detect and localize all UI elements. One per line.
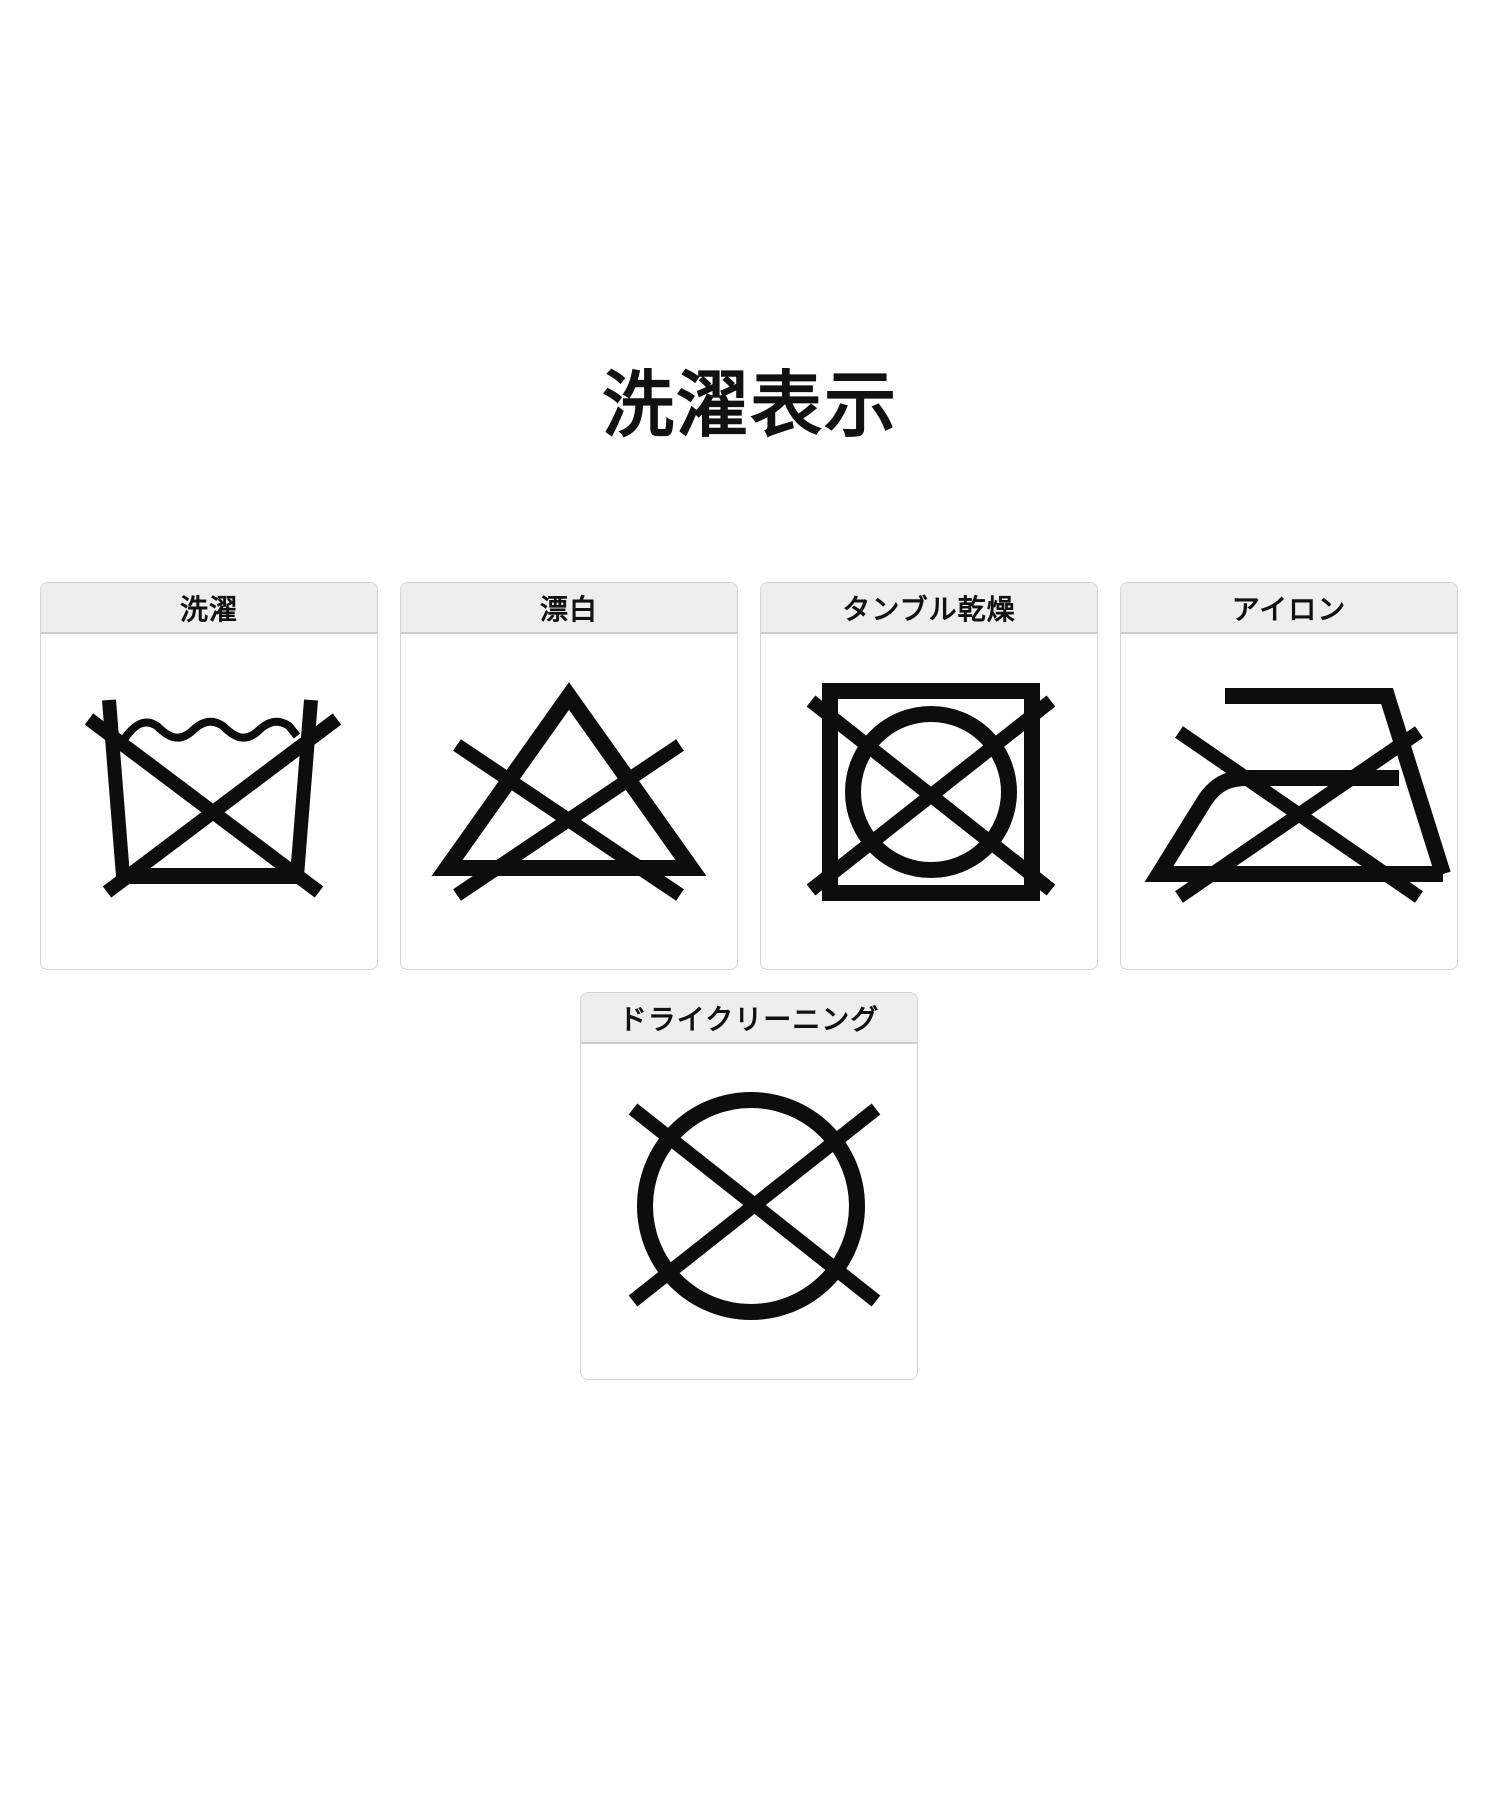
card-tumble-dry: タンブル乾燥	[760, 582, 1098, 970]
card-washing: 洗濯	[40, 582, 378, 970]
no-wash-icon	[84, 699, 342, 898]
card-bleach: 漂白	[400, 582, 738, 970]
no-iron-icon	[1144, 688, 1451, 903]
card-label: タンブル乾燥	[761, 583, 1097, 634]
no-tumble-dry-icon	[806, 683, 1056, 901]
card-label: アイロン	[1121, 583, 1457, 634]
card-label: 漂白	[401, 583, 737, 634]
card-label: ドライクリーニング	[581, 993, 917, 1044]
card-dry-cleaning: ドライクリーニング	[580, 992, 918, 1380]
no-dry-clean-icon	[628, 1092, 881, 1320]
page-title: 洗濯表示	[601, 363, 898, 448]
card-label: 洗濯	[41, 583, 377, 634]
card-iron: アイロン	[1120, 582, 1458, 970]
no-bleach-icon	[431, 682, 707, 901]
